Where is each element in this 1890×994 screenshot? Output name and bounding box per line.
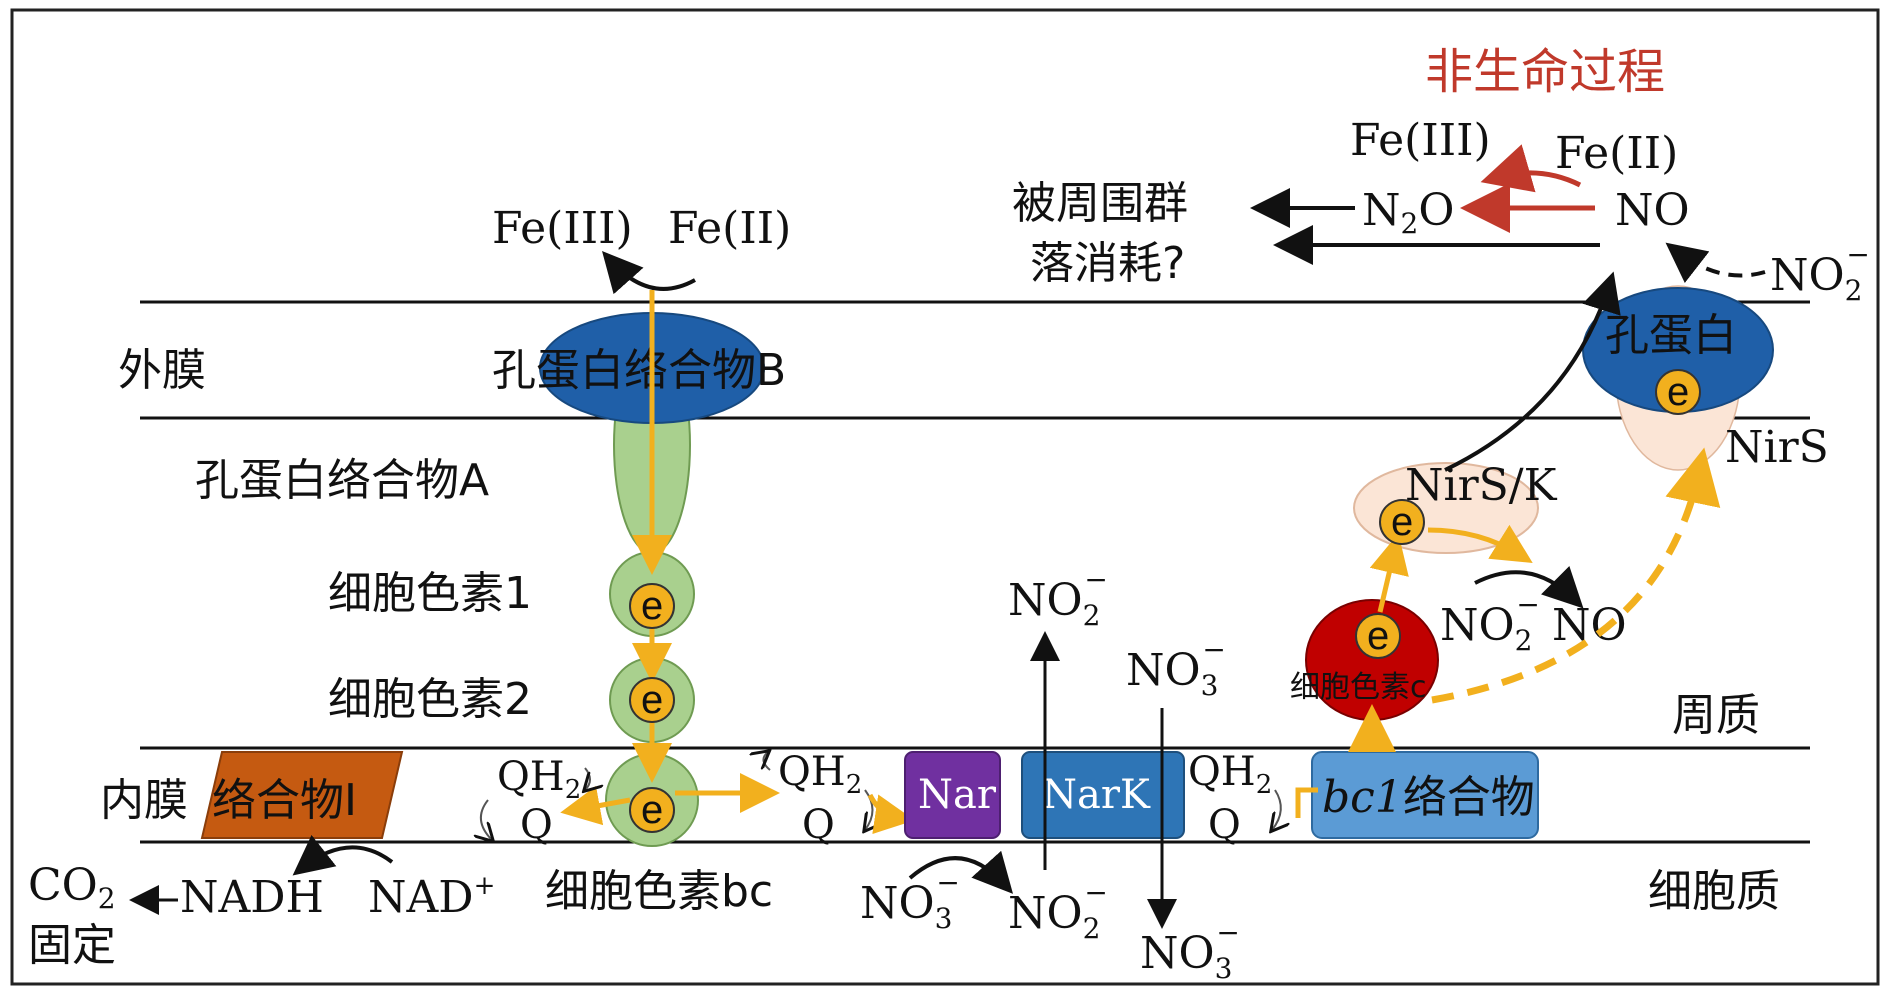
- bc1-complex-label: bc1络合物: [1322, 772, 1535, 823]
- porin-right-label: 孔蛋白: [1605, 310, 1737, 361]
- nar-enzyme: [904, 751, 1001, 839]
- nad-label: NAD+: [368, 871, 495, 923]
- q-cycle-left-arrow: [481, 799, 492, 840]
- svg-text:e: e: [1391, 500, 1413, 544]
- nark-label: NarK: [1042, 772, 1151, 818]
- fe3-left-label: Fe(III): [492, 203, 633, 254]
- electron-token-cytbc: e: [629, 787, 675, 833]
- q-cycle-right-arrow: [1272, 789, 1281, 830]
- no-middle-label: NO: [1552, 600, 1627, 651]
- complex-i: [200, 751, 404, 839]
- consumed-by-community-line1: 被周围群: [1012, 178, 1188, 229]
- abiotic-process-label: 非生命过程: [1425, 44, 1665, 100]
- fe-oxidation-curve-left: [602, 251, 696, 295]
- fe-oxidation-curve-right: [1480, 144, 1582, 193]
- cytochrome-bc-label: 细胞色素bc: [545, 866, 773, 917]
- no-release-arrow: [1444, 271, 1621, 472]
- nad-to-nadh-curve: [292, 834, 394, 876]
- outer-membrane-label: 外膜: [118, 345, 206, 396]
- q-cycle-mid-arrow: [763, 752, 770, 771]
- cytochrome-c-label: 细胞色素c: [1290, 670, 1427, 705]
- nirs-label: NirS: [1725, 422, 1829, 473]
- fe3-right-label: Fe(III): [1350, 115, 1491, 166]
- cytochrome-1-label: 细胞色素1: [328, 568, 532, 619]
- nadh-label: NADH: [180, 872, 324, 923]
- electron-dashed-cytc-to-nirs: [1431, 447, 1721, 704]
- no2-top-label: NO2−: [1770, 238, 1870, 307]
- nark-transporter: [1021, 751, 1185, 839]
- svg-text:e: e: [641, 678, 663, 722]
- electron-flow-to-nar: [867, 793, 915, 835]
- electron-flow-bc1-in: [1295, 787, 1318, 818]
- svg-text:e: e: [641, 788, 663, 832]
- porin-complex-a-label: 孔蛋白络合物A: [195, 455, 489, 506]
- qh2-left-label: QH2: [497, 754, 581, 805]
- inner-membrane-label: 内膜: [100, 775, 188, 826]
- electron-token-nirsk: e: [1379, 499, 1425, 545]
- n2o-label: N2O: [1362, 185, 1454, 240]
- complex-i-label: 络合物I: [212, 775, 357, 826]
- nitrate-reduction-arrow: [908, 850, 1014, 894]
- electron-token-cytc: e: [1355, 613, 1401, 659]
- q-left-label: Q: [520, 802, 553, 848]
- electron-token-porin: e: [1655, 369, 1701, 415]
- svg-text:e: e: [641, 584, 663, 628]
- no3-bottom-label: NO3−: [1140, 916, 1240, 985]
- q-mid-label: Q: [802, 802, 835, 848]
- cytochrome-2-label: 细胞色素2: [328, 674, 532, 725]
- no-top-label: NO: [1615, 185, 1690, 236]
- nirsk-label: NirS/K: [1405, 460, 1558, 511]
- no3-periplasm-label: NO3−: [1126, 633, 1226, 702]
- bc1-complex: [1311, 751, 1539, 839]
- qh2-mid-label: QH2: [778, 749, 862, 800]
- electron-token-cyt2: e: [629, 677, 675, 723]
- q-right-label: Q: [1208, 802, 1241, 848]
- nar-label: Nar: [918, 772, 997, 818]
- cytoplasm-label: 细胞质: [1648, 866, 1780, 917]
- periplasm-label: 周质: [1672, 690, 1760, 741]
- consumed-by-community-line2: 落消耗?: [1030, 238, 1185, 289]
- fe2-left-label: Fe(II): [668, 203, 791, 254]
- fe2-right-label: Fe(II): [1555, 128, 1678, 179]
- qh2-right-label: QH2: [1188, 749, 1272, 800]
- no2-periplasm-label: NO2−: [1008, 563, 1108, 632]
- electron-flow-cytc-to-nirsk: [1369, 533, 1409, 613]
- svg-text:e: e: [1367, 614, 1389, 658]
- co2-label: CO2: [28, 860, 116, 915]
- electron-flow-bc-left: [560, 785, 631, 826]
- no2-cytoplasm-label: NO2−: [1008, 876, 1108, 945]
- no3-cytoplasm-label: NO3−: [860, 866, 960, 935]
- electron-token-cyt1: e: [629, 583, 675, 629]
- porin-complex-b-label: 孔蛋白络合物B: [492, 345, 786, 396]
- no2-middle-label: NO2−: [1440, 588, 1540, 657]
- svg-text:e: e: [1667, 370, 1689, 414]
- electron-flow-nirsk-out: [1427, 524, 1533, 563]
- nitrite-reduction-arrow: [1474, 566, 1584, 609]
- q-cycle-left-arrow-2: [585, 767, 590, 790]
- no2-to-no-dashed-arrow: [1665, 242, 1766, 283]
- fixation-label: 固定: [28, 920, 116, 971]
